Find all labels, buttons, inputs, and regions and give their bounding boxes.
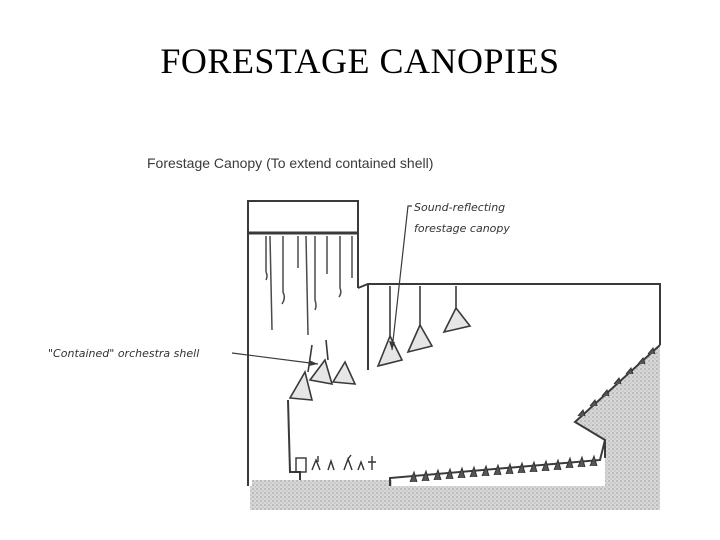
fly-lines — [265, 235, 353, 336]
slide-title: FORESTAGE CANOPIES — [160, 41, 560, 81]
orchestra-shell-panels — [288, 339, 357, 401]
canopy-label-line1: Sound-reflecting — [414, 201, 505, 214]
callout-leaders — [231, 205, 412, 365]
canopy-arrowhead — [389, 341, 395, 350]
musicians — [295, 454, 376, 473]
shell-label: "Contained" orchestra shell — [48, 347, 199, 360]
diagram-caption: Forestage Canopy (To extend contained sh… — [147, 155, 433, 171]
shell-arrowhead — [309, 360, 318, 366]
seating-rake — [575, 345, 660, 486]
building-outline — [247, 200, 661, 486]
forestage-canopy-panels — [376, 286, 472, 368]
stage-floor — [252, 480, 392, 492]
canopy-label-line2: forestage canopy — [414, 222, 510, 235]
audience-seating — [409, 346, 656, 483]
